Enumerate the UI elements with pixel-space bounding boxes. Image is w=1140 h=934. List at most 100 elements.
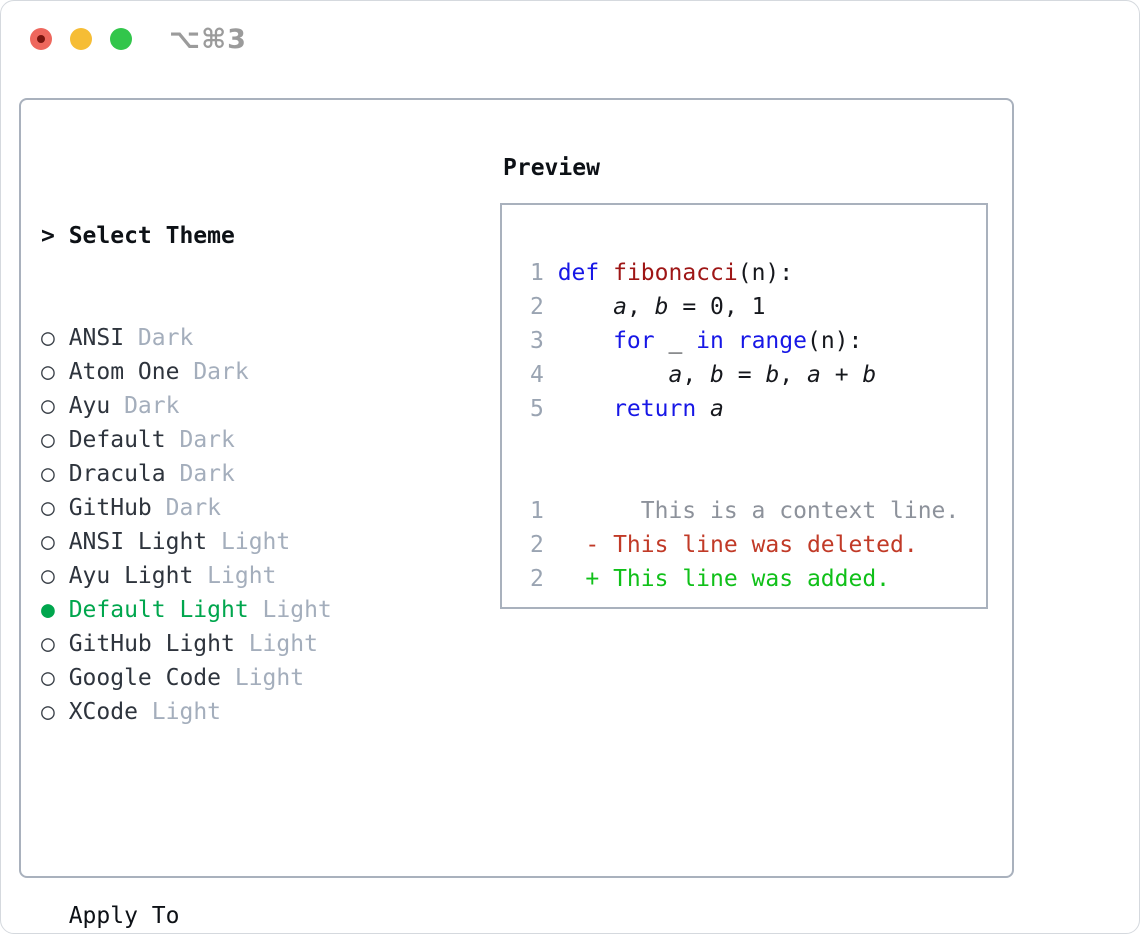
theme-option-label: Default Light bbox=[68, 597, 249, 623]
code-token-kw: range bbox=[737, 328, 807, 354]
radio-unselected-icon: ○ bbox=[41, 393, 55, 419]
code-token-var: b bbox=[654, 294, 669, 320]
code-line: 2 + This line was added. bbox=[530, 562, 986, 596]
code-token-pl bbox=[558, 328, 613, 354]
code-token-pl bbox=[724, 328, 738, 354]
code-token-pl bbox=[599, 260, 613, 286]
code-token-pl: , bbox=[682, 362, 711, 388]
theme-option-label: Atom One bbox=[68, 359, 180, 385]
radio-unselected-icon: ○ bbox=[41, 699, 55, 725]
code-line: 3 for _ in range(n): bbox=[530, 324, 986, 358]
code-token-pl: _ bbox=[654, 328, 697, 354]
line-number: 2 bbox=[530, 294, 544, 320]
code-token-pl bbox=[558, 566, 586, 592]
theme-option-label: Ayu Light bbox=[68, 563, 194, 589]
code-line: 1 def fibonacci(n): bbox=[530, 256, 986, 290]
code-line bbox=[530, 460, 986, 494]
code-token-ctx: This is a context line. bbox=[557, 498, 960, 524]
code-line: 2 a, b = 0, 1 bbox=[530, 290, 986, 324]
theme-variant-label: Dark bbox=[165, 495, 222, 521]
code-token-add: + This line was added. bbox=[585, 566, 891, 592]
theme-list-title: Select Theme bbox=[68, 223, 235, 249]
code-token-kw: return bbox=[613, 396, 697, 422]
titlebar: ⌥⌘3 bbox=[1, 1, 1139, 77]
code-token-pl bbox=[558, 362, 669, 388]
code-line: 5 return a bbox=[530, 392, 986, 426]
code-line bbox=[530, 426, 986, 460]
close-icon[interactable] bbox=[30, 28, 52, 50]
code-line: 4 a, b = b, a + b bbox=[530, 358, 986, 392]
theme-option-label: Default bbox=[68, 427, 166, 453]
code-token-var: a bbox=[710, 396, 724, 422]
theme-variant-label: Light bbox=[151, 699, 222, 725]
theme-variant-label: Dark bbox=[179, 461, 235, 487]
theme-variant-label: Dark bbox=[137, 325, 194, 351]
theme-variant-label: Light bbox=[248, 631, 318, 657]
code-token-pl: + bbox=[820, 362, 863, 388]
radio-unselected-icon: ○ bbox=[41, 461, 55, 487]
theme-list-header: > Select Theme bbox=[41, 219, 481, 253]
code-line: 2 - This line was deleted. bbox=[530, 528, 986, 562]
line-number: 2 bbox=[530, 532, 544, 558]
line-number: 1 bbox=[530, 260, 544, 286]
code-token-var: b bbox=[862, 362, 877, 388]
code-token-kw: for bbox=[613, 328, 655, 354]
code-token-pl: = bbox=[723, 362, 766, 388]
radio-unselected-icon: ○ bbox=[41, 665, 55, 691]
code-token-pl bbox=[558, 294, 613, 320]
line-number: 3 bbox=[530, 328, 544, 354]
theme-option-label: GitHub Light bbox=[68, 631, 235, 657]
code-token-var: b bbox=[765, 362, 780, 388]
code-token-pl: (n): bbox=[737, 260, 794, 286]
radio-unselected-icon: ○ bbox=[41, 495, 55, 521]
theme-option[interactable]: ○ Ayu Dark bbox=[41, 389, 481, 423]
code-token-pl bbox=[558, 532, 586, 558]
code-token-pl: , bbox=[626, 294, 655, 320]
theme-option-label: Ayu bbox=[68, 393, 111, 419]
code-token-pl: (n): bbox=[806, 328, 863, 354]
code-token-var: a bbox=[668, 362, 683, 388]
theme-option-label: ANSI bbox=[68, 325, 125, 351]
theme-variant-label: Dark bbox=[179, 427, 235, 453]
radio-unselected-icon: ○ bbox=[41, 631, 55, 657]
theme-variant-label: Light bbox=[262, 597, 332, 623]
zoom-icon[interactable] bbox=[110, 28, 132, 50]
code-token-pl bbox=[696, 396, 710, 422]
focus-arrow-icon: > bbox=[41, 223, 55, 249]
code-token-fn: fibonacci bbox=[613, 260, 738, 286]
theme-option[interactable]: ○ XCode Light bbox=[41, 695, 481, 729]
preview-title: Preview bbox=[503, 155, 600, 181]
code-token-del: - This line was deleted. bbox=[585, 532, 918, 558]
traffic-lights bbox=[30, 28, 132, 50]
minimize-icon[interactable] bbox=[70, 28, 92, 50]
code-token-kw: def bbox=[557, 260, 600, 286]
radio-selected-icon: ● bbox=[41, 597, 55, 623]
theme-variant-label: Light bbox=[221, 529, 291, 555]
theme-option[interactable]: ● Default Light Light bbox=[41, 593, 481, 627]
close-dot-icon bbox=[37, 35, 45, 43]
theme-option-label: Dracula bbox=[68, 461, 166, 487]
theme-option[interactable]: ○ GitHub Light Light bbox=[41, 627, 481, 661]
theme-variant-label: Dark bbox=[193, 359, 249, 385]
code-token-var: a bbox=[613, 294, 627, 320]
code-token-pl: , bbox=[779, 362, 807, 388]
line-number: 2 bbox=[530, 566, 544, 592]
apply-to-header: Apply To bbox=[68, 903, 180, 929]
theme-option-label: XCode bbox=[68, 699, 138, 725]
theme-variant-label: Dark bbox=[124, 393, 180, 419]
code-token-var: a bbox=[807, 362, 821, 388]
theme-option[interactable]: ○ Dracula Dark bbox=[41, 457, 481, 491]
